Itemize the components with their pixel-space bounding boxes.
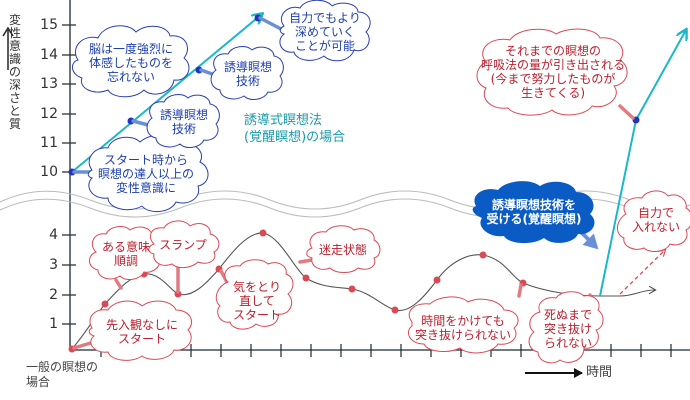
y-axis-title: 変性意識の深さと質 <box>8 13 21 131</box>
bubble-restart-text: 気をとり直してスタート <box>232 280 281 322</box>
guided-line-points <box>68 14 640 176</box>
bubble-time-text: 時間をかけても突き抜けられない <box>414 314 511 342</box>
bubble-breath-text: それまでの瞑想の呼吸法の量が引き出される(今まで努力したものが生きてくる) <box>480 44 625 100</box>
y-tick-15: 15 <box>40 17 58 33</box>
y-tick-12: 12 <box>40 106 58 122</box>
y-tick-10: 10 <box>40 164 58 180</box>
bubble-self-text: 自力でもより深めていくことが可能 <box>289 11 361 53</box>
guided-series-label: 誘導式瞑想法 (覚醒瞑想)の場合 <box>244 113 346 145</box>
y-tick-4: 4 <box>49 227 58 243</box>
bubble-brain-text: 脳は一度強烈に体感したものを忘れない <box>88 42 173 84</box>
bubble-death-text: 死ぬまで突き抜けられない <box>543 308 592 350</box>
y-tick-2: 2 <box>49 287 58 303</box>
bubble-smooth-text: ある意味順調 <box>101 240 150 268</box>
bubble-slump-text: スランプ <box>159 238 207 252</box>
dashed-red-arrow <box>619 250 665 295</box>
guided-meditation-line <box>71 14 262 173</box>
y-tick-1: 1 <box>49 316 58 332</box>
bubble-astray-text: 迷走状態 <box>318 243 367 257</box>
general-series-label: 一般の瞑想の 場合 <box>26 360 99 389</box>
y-axis <box>2 0 76 350</box>
y-tick-13: 13 <box>40 76 58 92</box>
bubble-cannot-text: 自力で入れない <box>631 206 680 234</box>
bubble-tech1-text: 誘導瞑想技術 <box>159 108 208 136</box>
bubble-tech2-text: 誘導瞑想技術 <box>223 60 272 88</box>
y-tick-11: 11 <box>40 135 58 151</box>
red-cloud-bubbles <box>88 28 690 364</box>
bubble-receive-text: 誘導瞑想技術を受ける(覚醒瞑想) <box>486 198 582 226</box>
y-tick-3: 3 <box>49 257 58 273</box>
blue-cloud-bubbles <box>72 0 371 212</box>
bubble-start-text: スタート時から瞑想の達人以上の変性意識に <box>97 153 194 195</box>
x-axis-title: 時間 <box>586 365 613 380</box>
receive-cloud-bubble <box>472 181 595 244</box>
bubble-prejudice-text: 先入観なしにスタート <box>105 318 178 346</box>
y-tick-14: 14 <box>40 47 58 63</box>
